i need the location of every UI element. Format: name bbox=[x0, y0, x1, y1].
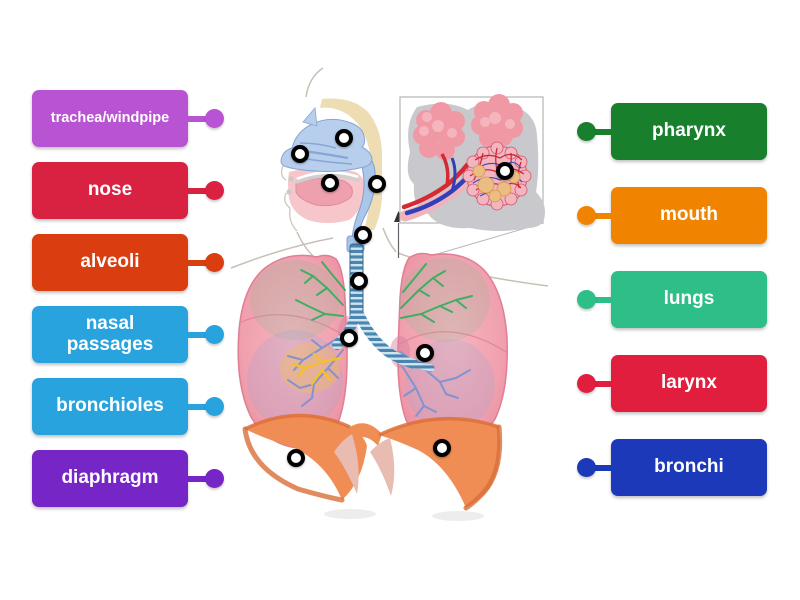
alveoli-inset bbox=[399, 94, 545, 231]
answer-marker-alveoli-inset[interactable] bbox=[496, 162, 514, 180]
label-row-lungs: lungs bbox=[567, 271, 777, 328]
connector-line bbox=[581, 464, 615, 471]
answer-marker-trachea-tube[interactable] bbox=[350, 272, 368, 290]
answer-marker-bronchi-split[interactable] bbox=[340, 329, 358, 347]
label-row-larynx: larynx bbox=[567, 355, 777, 412]
label-mouth[interactable]: mouth bbox=[611, 187, 767, 244]
label-row-pharynx: pharynx bbox=[567, 103, 777, 160]
label-text: trachea/windpipe bbox=[50, 109, 170, 126]
label-nose[interactable]: nose bbox=[32, 162, 188, 219]
label-diaphragm[interactable]: diaphragm bbox=[32, 450, 188, 507]
diaphragm bbox=[242, 413, 503, 521]
connector-dot[interactable] bbox=[577, 458, 596, 477]
connector-line bbox=[186, 403, 210, 410]
answer-marker-larynx-area[interactable] bbox=[354, 226, 372, 244]
label-text: alveoli bbox=[80, 251, 140, 273]
connector-dot[interactable] bbox=[205, 325, 224, 344]
connector-dot[interactable] bbox=[205, 469, 224, 488]
connector-dot[interactable] bbox=[577, 122, 596, 141]
label-text: nasal passages bbox=[66, 312, 154, 355]
connector-line bbox=[186, 187, 210, 194]
answer-marker-nasal-cavity-upper[interactable] bbox=[335, 129, 353, 147]
connector-dot[interactable] bbox=[205, 109, 224, 128]
label-nasal-passages[interactable]: nasal passages bbox=[32, 306, 188, 363]
label-text: nose bbox=[87, 179, 133, 201]
answer-marker-pharynx-area[interactable] bbox=[368, 175, 386, 193]
label-bronchioles[interactable]: bronchioles bbox=[32, 378, 188, 435]
connector-line bbox=[186, 331, 210, 338]
label-row-nasal-passages: nasal passages bbox=[32, 306, 242, 363]
connector-line bbox=[581, 212, 615, 219]
connector-dot[interactable] bbox=[577, 206, 596, 225]
answer-marker-mouth-tongue[interactable] bbox=[321, 174, 339, 192]
label-row-trachea-windpipe: trachea/windpipe bbox=[32, 90, 242, 147]
label-text: mouth bbox=[659, 204, 719, 226]
connector-dot[interactable] bbox=[577, 290, 596, 309]
connector-line bbox=[186, 115, 210, 122]
connector-line bbox=[581, 380, 615, 387]
label-row-bronchi: bronchi bbox=[567, 439, 777, 496]
bronchial-trees bbox=[287, 261, 473, 417]
connector-line bbox=[186, 475, 210, 482]
label-row-bronchioles: bronchioles bbox=[32, 378, 242, 435]
label-text: bronchi bbox=[654, 456, 724, 478]
label-text: diaphragm bbox=[61, 467, 159, 489]
label-larynx[interactable]: larynx bbox=[611, 355, 767, 412]
label-text: pharynx bbox=[652, 120, 726, 142]
answer-marker-diaphragm-left[interactable] bbox=[287, 449, 305, 467]
connector-dot[interactable] bbox=[205, 253, 224, 272]
label-row-mouth: mouth bbox=[567, 187, 777, 244]
label-row-alveoli: alveoli bbox=[32, 234, 242, 291]
answer-marker-diaphragm-right[interactable] bbox=[433, 439, 451, 457]
connector-line bbox=[581, 128, 615, 135]
connector-line bbox=[581, 296, 615, 303]
answer-marker-nose-tip[interactable] bbox=[291, 145, 309, 163]
label-row-diaphragm: diaphragm bbox=[32, 450, 242, 507]
connector-line bbox=[186, 259, 210, 266]
label-row-nose: nose bbox=[32, 162, 242, 219]
connector-dot[interactable] bbox=[577, 374, 596, 393]
connector-dot[interactable] bbox=[205, 397, 224, 416]
label-text: bronchioles bbox=[56, 395, 164, 417]
label-trachea-windpipe[interactable]: trachea/windpipe bbox=[32, 90, 188, 147]
label-pharynx[interactable]: pharynx bbox=[611, 103, 767, 160]
label-text: larynx bbox=[661, 372, 717, 394]
connector-dot[interactable] bbox=[205, 181, 224, 200]
answer-marker-right-lung[interactable] bbox=[416, 344, 434, 362]
label-alveoli[interactable]: alveoli bbox=[32, 234, 188, 291]
label-lungs[interactable]: lungs bbox=[611, 271, 767, 328]
label-bronchi[interactable]: bronchi bbox=[611, 439, 767, 496]
label-text: lungs bbox=[663, 288, 715, 310]
